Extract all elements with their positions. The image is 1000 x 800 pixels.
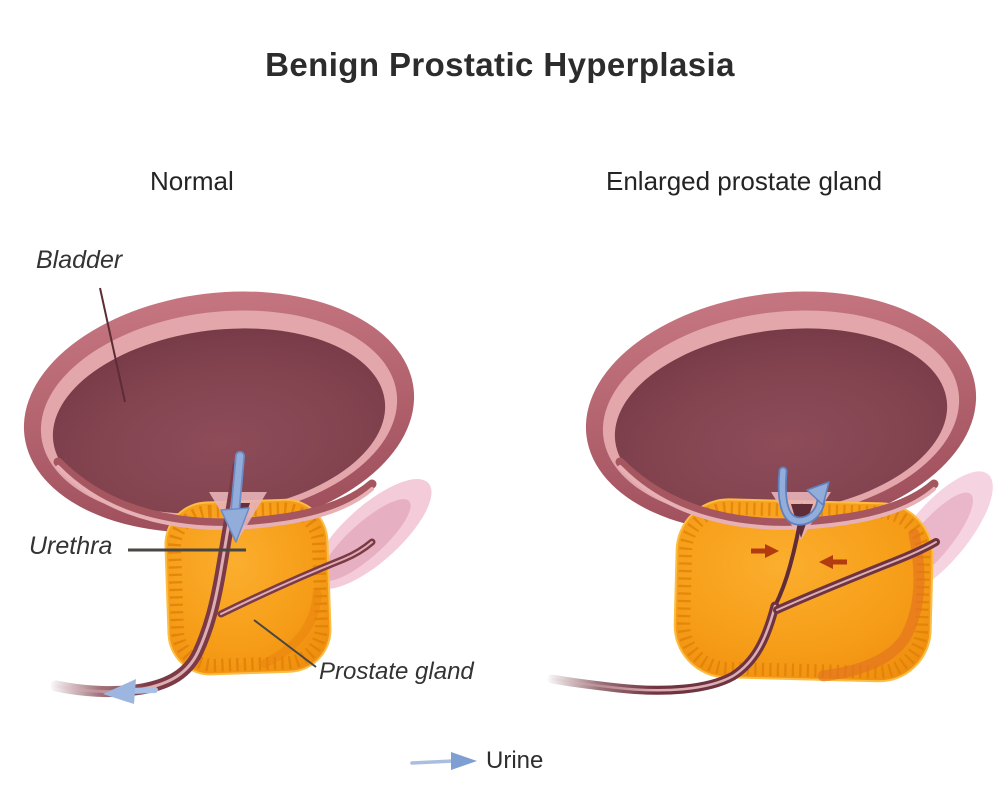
label-prostate-gland: Prostate gland xyxy=(319,658,474,685)
urine-legend-arrow-icon xyxy=(410,752,477,770)
normal-panel-figure xyxy=(23,291,432,704)
page-title: Benign Prostatic Hyperplasia xyxy=(265,46,735,83)
bladder-leader-line xyxy=(99,287,126,403)
compression-arrows-icon xyxy=(751,544,847,569)
urine-flow-down-arrow-icon xyxy=(220,451,250,543)
enlarged-panel-figure xyxy=(547,291,993,695)
ejaculatory-duct-enlarged xyxy=(773,538,940,614)
prostate-leader-line xyxy=(253,619,317,668)
label-urethra: Urethra xyxy=(29,532,113,560)
urine-blocked-uturn-arrow-icon xyxy=(777,466,830,526)
heading-enlarged: Enlarged prostate gland xyxy=(606,166,883,196)
bladder-enlarged xyxy=(585,291,977,533)
legend-urine-label: Urine xyxy=(486,747,544,774)
urine-exit-arrow-icon xyxy=(103,679,158,704)
ejaculatory-duct-normal xyxy=(217,538,376,618)
label-bladder: Bladder xyxy=(36,246,123,274)
heading-normal: Normal xyxy=(150,166,234,196)
bladder-normal xyxy=(23,291,415,533)
annotation-lines xyxy=(99,287,317,668)
prostate-gland-enlarged xyxy=(673,498,934,683)
